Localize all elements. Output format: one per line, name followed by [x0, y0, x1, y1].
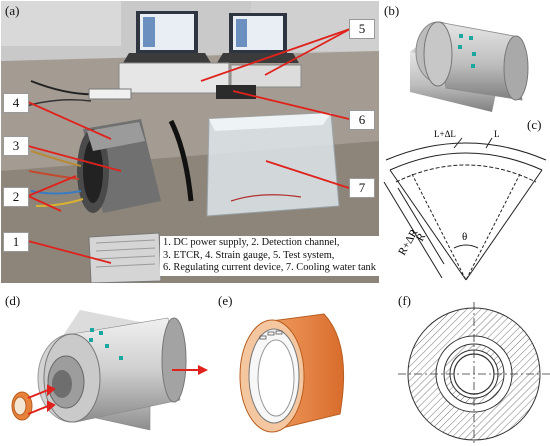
- label-theta: θ: [462, 231, 467, 243]
- legend-line-1: 1. DC power supply, 2. Detection channel…: [163, 237, 340, 248]
- callout-1: 1: [3, 232, 29, 252]
- figure-legend: 1. DC power supply, 2. Detection channel…: [160, 236, 384, 276]
- callout-4: 4: [3, 93, 29, 113]
- callout-3: 3: [3, 136, 29, 156]
- callout-2: 2: [3, 187, 29, 207]
- copper-sleeve-view-e: [239, 313, 345, 433]
- panel-label-b: (b): [384, 3, 400, 18]
- etcr-3d-view-b: [410, 21, 529, 112]
- setup-photo-drawing: [1, 1, 379, 283]
- d-to-e-arrow: [172, 365, 208, 375]
- cross-section-view-f: [398, 302, 550, 446]
- panel-label-a: (a): [5, 3, 20, 18]
- etcr-assembly-view-d: [11, 310, 187, 431]
- strain-geometry-diagram: L+ΔL L R R+ΔR θ: [383, 130, 547, 281]
- label-l-delta: L+ΔL: [434, 130, 456, 139]
- experimental-setup-photo: [1, 1, 379, 283]
- callout-6: 6: [349, 110, 375, 130]
- legend-line-2: 3. ETCR, 4. Strain gauge, 5. Test system…: [163, 249, 335, 261]
- label-l: L: [494, 130, 500, 139]
- callout-5: 5: [349, 19, 375, 39]
- callout-7: 7: [349, 178, 375, 198]
- panel-label-c: (c): [527, 117, 542, 132]
- legend-line-3: 6. Regulating current device, 7. Cooling…: [163, 262, 376, 274]
- panel-label-f: (f): [398, 293, 411, 308]
- panel-label-e: (e): [218, 293, 233, 308]
- panel-label-d: (d): [5, 293, 21, 308]
